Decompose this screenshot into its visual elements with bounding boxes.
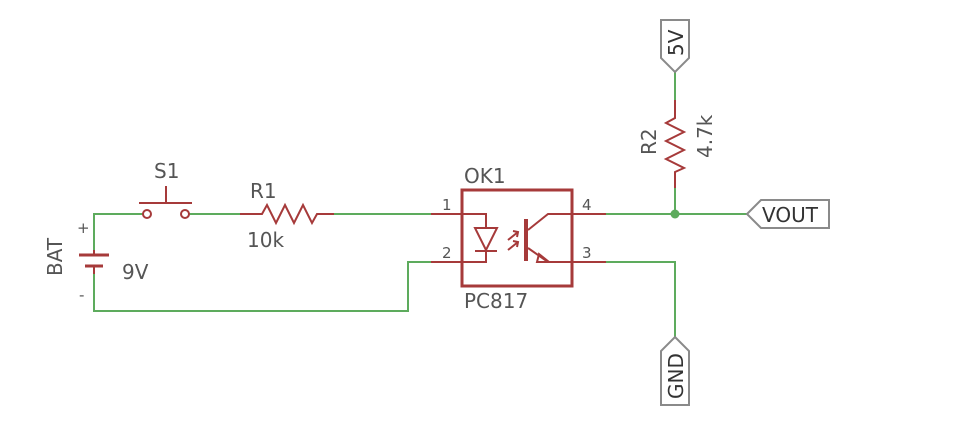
resistor-r2-symbol [663,100,687,188]
r2-value-label: 4.7k [693,114,717,158]
r1-value-label: 10k [247,228,284,252]
switch-symbol [139,186,192,219]
battery-name-label: BAT [43,237,67,276]
port-5v-label: 5V [664,29,688,56]
opto-pin4-label: 4 [582,196,592,214]
switch-name-label: S1 [154,159,179,183]
wire-bat-plus-to-s1 [93,213,143,250]
junction-dot [670,209,680,219]
battery-minus-label: - [79,286,84,304]
battery-plus-label: + [77,219,90,237]
opto-part-label: PC817 [464,289,528,313]
port-vout-label: VOUT [762,203,819,227]
optocoupler-symbol [431,188,606,288]
wire-bat-minus-to-pin2 [93,261,431,312]
port-vout: VOUT [745,199,830,229]
opto-name-label: OK1 [464,164,506,188]
port-gnd: GND [660,335,690,406]
opto-pin1-label: 1 [442,196,452,214]
port-5v: 5V [660,19,690,74]
port-gnd-label: GND [664,353,688,399]
resistor-r1-symbol [240,202,334,226]
battery-value-label: 9V [122,260,149,284]
r1-name-label: R1 [250,179,277,203]
r2-name-label: R2 [637,128,661,155]
opto-pin2-label: 2 [442,244,452,262]
wire-pin3-to-gnd [606,261,676,337]
opto-pin3-label: 3 [582,244,592,262]
battery-symbol [79,250,109,274]
wires [93,72,747,337]
